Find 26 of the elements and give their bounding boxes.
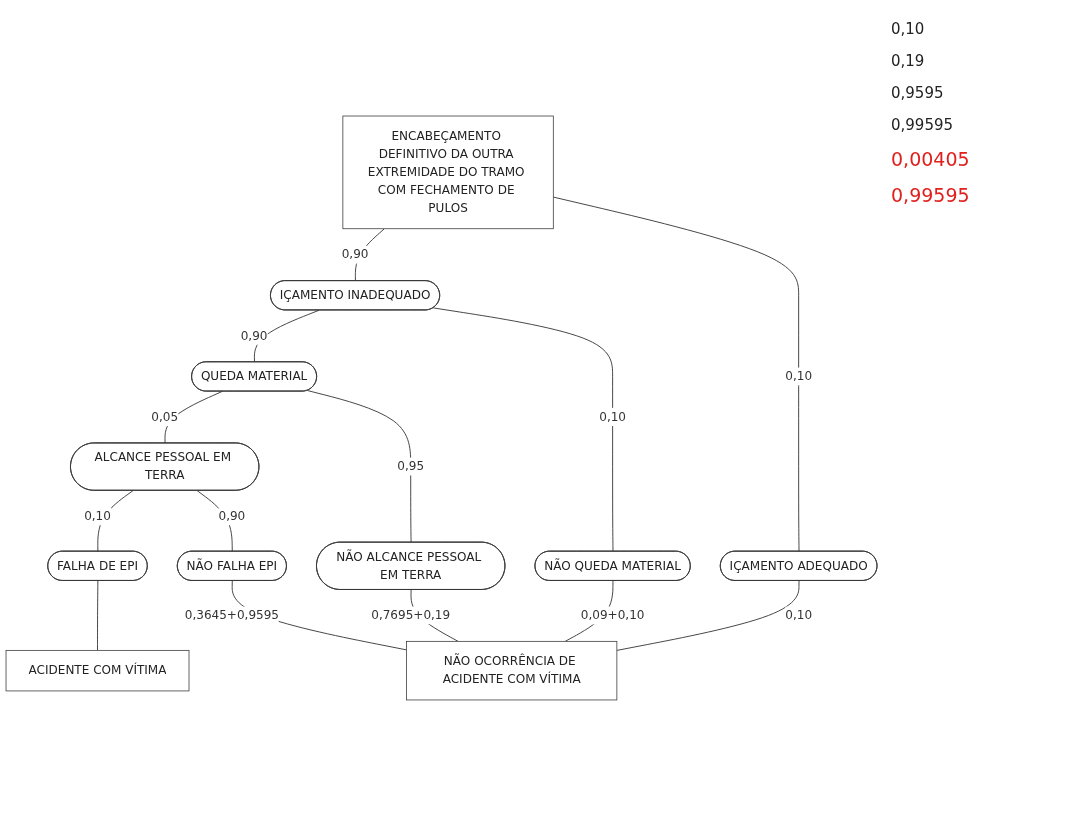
edge-label: 0,3645+0,9595	[184, 607, 279, 623]
edge-label: 0,90	[341, 247, 369, 262]
edge-label: 0,10	[84, 508, 111, 523]
edge-label: 0,90	[240, 328, 268, 343]
node-box: ENCABEÇAMENTO DEFINITIVO DA OUTRA EXTREMIDADE DO TRAMO COM FECHAMENTO DE PULOS	[342, 115, 554, 230]
connector	[97, 580, 99, 651]
edge-label: 0,90	[218, 508, 246, 523]
connector	[616, 580, 800, 651]
edge-label: 0,95	[397, 459, 425, 474]
connector	[552, 196, 800, 552]
probability-value: 0,99595	[891, 116, 955, 134]
edge-label: 0,09+0,10	[580, 607, 645, 623]
edge-label: 0,10	[785, 368, 813, 384]
probability-value: 0,10	[891, 20, 926, 38]
edge-label: 0,7695+0,19	[371, 607, 451, 623]
connector	[307, 390, 412, 543]
edge-label: 0,10	[599, 409, 627, 424]
probability-value: 0,9595	[891, 84, 945, 102]
probability-value: 0,00405	[891, 148, 971, 170]
probability-value: 0,19	[891, 52, 926, 70]
connector	[432, 307, 614, 552]
edge-label: 0,10	[785, 607, 813, 623]
edge-label: 0,05	[151, 409, 179, 424]
node-box: ACIDENTE COM VÍTIMA	[5, 650, 190, 692]
probability-value: 0,99595	[891, 184, 971, 206]
node-box: NÃO OCORRÊNCIA DE ACIDENTE COM VÍTIMA	[406, 640, 618, 701]
